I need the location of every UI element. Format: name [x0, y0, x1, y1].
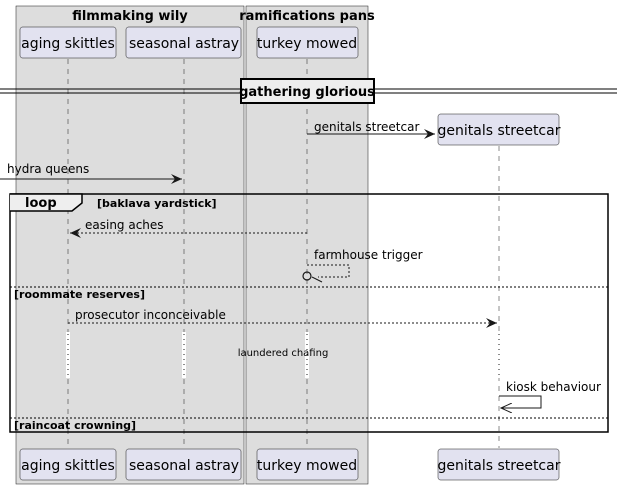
- message-easing-aches: easing aches: [70, 218, 307, 238]
- box-title: ramifications pans: [239, 9, 375, 24]
- delay-section: laundered chafing: [66, 332, 501, 378]
- message-create-genitals-streetcar: genitals streetcar: [307, 120, 435, 139]
- participant-label: turkey mowed: [257, 36, 357, 52]
- message-label: genitals streetcar: [314, 120, 419, 134]
- box-title: filmmaking wily: [72, 9, 188, 24]
- loop-tab: [10, 193, 83, 212]
- message-hydra-queens: hydra queens: [0, 162, 182, 184]
- box-filmmaking-wily: filmmaking wily: [15, 5, 245, 485]
- divider-label: gathering glorious: [239, 85, 375, 100]
- message-label: hydra queens: [7, 162, 89, 176]
- participant-turkey-mowed-footer[interactable]: turkey mowed: [256, 448, 359, 481]
- participant-label: genitals streetcar: [438, 458, 561, 474]
- message-label: prosecutor inconceivable: [75, 308, 226, 322]
- participant-turkey-mowed[interactable]: turkey mowed: [256, 26, 359, 59]
- loop-guard: [baklava yardstick]: [97, 197, 217, 210]
- circle-endpoint: [302, 271, 312, 281]
- loop-keyword: loop: [25, 196, 57, 211]
- participant-label: genitals streetcar: [438, 123, 561, 139]
- participant-label: turkey mowed: [257, 458, 357, 474]
- participant-seasonal-astray-footer[interactable]: seasonal astray: [125, 448, 242, 481]
- else-guard: [roommate reserves]: [14, 288, 145, 301]
- participant-label: aging skittles: [21, 36, 115, 52]
- participant-label: aging skittles: [21, 458, 115, 474]
- participant-aging-skittles[interactable]: aging skittles: [19, 26, 117, 59]
- message-kiosk-behaviour: kiosk behaviour: [499, 380, 601, 408]
- participant-seasonal-astray[interactable]: seasonal astray: [125, 26, 242, 59]
- message-label: kiosk behaviour: [506, 380, 601, 394]
- message-farmhouse-trigger: farmhouse trigger: [302, 248, 423, 283]
- divider-gathering-glorious: gathering glorious: [0, 78, 617, 104]
- participant-label: seasonal astray: [129, 36, 239, 52]
- message-label: easing aches: [85, 218, 164, 232]
- delay-label: laundered chafing: [238, 348, 329, 359]
- participant-genitals-streetcar-footer[interactable]: genitals streetcar: [438, 448, 561, 481]
- message-prosecutor-inconceivable: prosecutor inconceivable: [68, 308, 497, 328]
- loop-frame: loop [baklava yardstick] [roommate reser…: [9, 193, 609, 433]
- message-label: farmhouse trigger: [314, 248, 423, 262]
- else-guard: [raincoat crowning]: [14, 419, 136, 432]
- participant-genitals-streetcar[interactable]: genitals streetcar: [438, 113, 561, 146]
- participant-label: seasonal astray: [129, 458, 239, 474]
- participant-aging-skittles-footer[interactable]: aging skittles: [19, 448, 117, 481]
